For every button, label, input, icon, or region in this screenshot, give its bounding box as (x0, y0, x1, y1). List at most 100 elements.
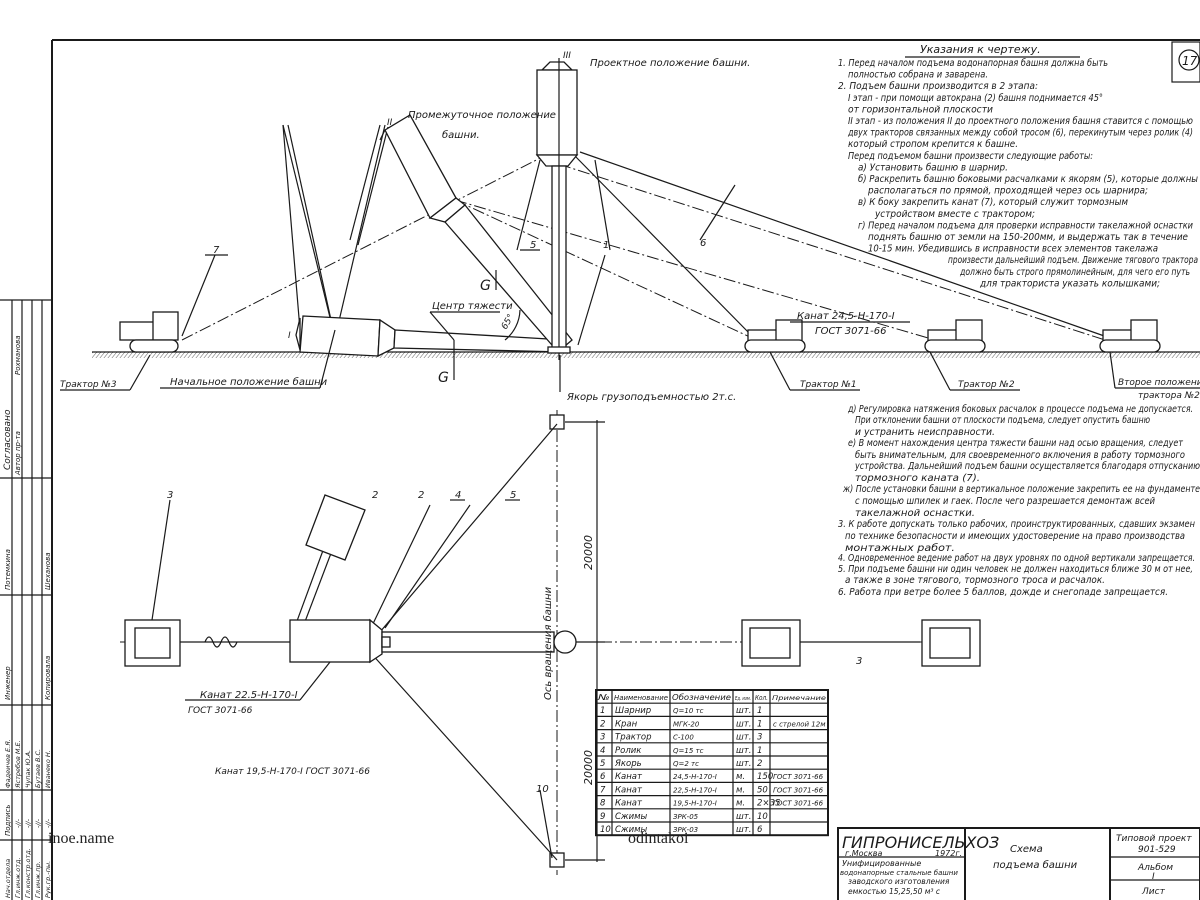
table-cell: Q=2 тс (673, 760, 699, 768)
note-line: 10-15 мин. Убедившись в исправности всех… (868, 244, 1158, 255)
table-cell: 8 (600, 799, 606, 809)
note-line: для тракториста указать колышками; (979, 278, 1160, 289)
note-line: и устранить неисправности. (855, 427, 995, 438)
table-cell: Якорь (614, 759, 642, 769)
tower-design-position (535, 58, 579, 360)
label-design-position: Проектное положение башни. (590, 57, 750, 69)
svg-text:г.Москва: г.Москва (845, 849, 882, 858)
note-line: который стропом крепится к башне. (848, 139, 1018, 150)
dimension-top: 20000 (582, 535, 595, 570)
table-cell: 2 (600, 719, 605, 729)
svg-text:башни.: башни. (442, 129, 480, 141)
label-tractor-2: Трактор №2 (958, 380, 1015, 390)
stamp-role: Гл.констр.отд. (24, 848, 32, 898)
stamp-name: Чупак Ю.А. (24, 750, 32, 788)
gravity-arrows (60, 270, 1200, 392)
table-cell: С-100 (673, 734, 694, 742)
table-cell: ЗРК-03 (673, 826, 698, 834)
svg-text:водонапорные стальные башни: водонапорные стальные башни (840, 869, 958, 877)
table-cell: шт. (736, 733, 751, 743)
table-cell: 3 (600, 733, 605, 743)
tractor-2-second-position (1099, 319, 1161, 353)
svg-text:Подпись: Подпись (4, 805, 12, 837)
svg-text:Типовой проект: Типовой проект (1116, 834, 1192, 844)
note-line: поднять башню от земли на 150-200мм, и в… (868, 232, 1188, 243)
svg-text:Автор пр-та: Автор пр-та (14, 431, 22, 476)
stamp-signature: -//- (24, 818, 32, 828)
table-cell: шт. (736, 746, 751, 756)
table-cell: 5 (600, 759, 605, 769)
svg-text:Лист: Лист (1141, 887, 1166, 897)
svg-text:G: G (480, 278, 491, 294)
crane-plan (305, 494, 366, 561)
svg-text:17: 17 (1182, 54, 1198, 68)
table-cell: 10 (600, 825, 611, 835)
tower-initial-position (295, 315, 566, 358)
note-line: 2. Подъем башни производится в 2 этапа: (838, 81, 1038, 92)
svg-text:Рохманова: Рохманова (14, 336, 22, 376)
plan-labels: Ось вращения башни 20000 20000 Канат 22.… (167, 490, 862, 795)
svg-text:Согласовано: Согласовано (3, 409, 13, 470)
table-header: Кол. (755, 694, 768, 702)
tractors-plan (124, 619, 981, 667)
note-line: Перед подъемом башни произвести следующи… (848, 151, 1093, 162)
note-line: с помощью шпилек и гаек. После чего разр… (855, 496, 1155, 507)
tower-plan (289, 618, 577, 664)
svg-text:3: 3 (167, 490, 173, 501)
table-cell: Q=15 тс (673, 747, 704, 755)
table-cell: 6 (757, 825, 763, 835)
table-cell: 7 (600, 785, 606, 795)
table-cell: ЗРК-05 (673, 813, 699, 821)
label-rotation-axis: Ось вращения башни (542, 586, 554, 700)
organization-name: ГИПРОНИСЕЛЬХОЗ (842, 833, 999, 852)
note-line: е) В момент нахождения центра тяжести ба… (848, 438, 1183, 449)
note-line: в) К боку закрепить канат (7), который с… (858, 197, 1128, 208)
note-line: 1. Перед началом подъема водонапорная ба… (838, 58, 1108, 69)
svg-text:заводского изготовления: заводского изготовления (848, 877, 950, 886)
note-line: б) Раскрепить башню боковыми расчалками … (858, 174, 1198, 185)
svg-text:Потемкина: Потемкина (4, 549, 12, 590)
svg-text:7: 7 (213, 245, 220, 256)
table-cell: Канат (615, 799, 643, 809)
table-border (595, 689, 829, 837)
stamp-name: Ястребов М.Е. (14, 740, 22, 789)
svg-text:Копировала: Копировала (44, 656, 52, 700)
tower-intermediate-position (379, 114, 573, 353)
drawing-title: Схема (1010, 844, 1043, 855)
table-cell: м. (736, 785, 745, 795)
svg-text:ГОСТ 3071-66: ГОСТ 3071-66 (188, 706, 253, 716)
svg-text:Альбом: Альбом (1137, 863, 1173, 873)
table-cell: 22,5-Н-170-I (673, 786, 717, 794)
stamp-name: Иванеко Н. (44, 750, 52, 788)
tractor-1-elevation (744, 319, 806, 353)
project-number: 901-529 (1138, 845, 1176, 855)
table-cell: 10 (757, 812, 768, 822)
table-cell: м. (736, 799, 745, 809)
note-line: от горизонтальной плоскости (848, 104, 993, 115)
drawing-notes: Указания к чертежу. 1. Перед началом под… (838, 43, 1200, 598)
notes-upper: 1. Перед началом подъема водонапорная ба… (838, 58, 1198, 289)
note-line: должно быть строго прямолинейным, для че… (959, 267, 1190, 278)
ground-line (92, 351, 1200, 358)
table-cell: шт. (736, 759, 751, 769)
table-cell: Сжимы (615, 812, 648, 822)
table-cell: МГК-20 (673, 720, 700, 728)
label-tractor-1: Трактор №1 (800, 380, 857, 390)
note-line: г) Перед началом подъема для проверки ис… (858, 220, 1193, 231)
table-cell: шт. (736, 719, 751, 729)
table-header: Ед. изм. (735, 696, 751, 702)
table-cell: 19,5-Н-170-I (673, 800, 717, 808)
stamp-name: Бутаев В.С. (34, 749, 42, 788)
svg-text:трактора №2.: трактора №2. (1138, 391, 1200, 401)
label-rope-19-5: Канат 19,5-Н-170-I ГОСТ 3071-66 (215, 767, 370, 777)
svg-text:5: 5 (510, 490, 516, 501)
note-line: а также в зоне тягового, тормозного трос… (845, 575, 1105, 586)
